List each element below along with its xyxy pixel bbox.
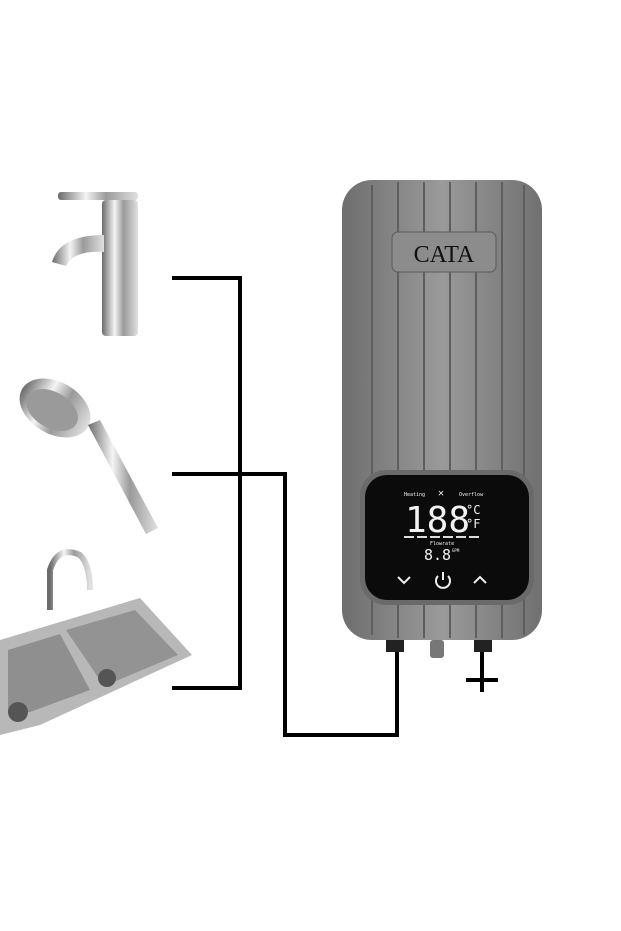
heating-label: Heating bbox=[404, 492, 425, 498]
flowrate-label: Flowrate bbox=[430, 541, 454, 547]
up-icon[interactable] bbox=[473, 575, 487, 584]
flowrate-readout: 8.8 bbox=[424, 546, 451, 564]
faucet-image bbox=[52, 192, 138, 336]
celsius-unit: °C bbox=[466, 503, 480, 517]
shower-head-image bbox=[19, 378, 158, 534]
down-icon[interactable] bbox=[397, 576, 411, 585]
fahrenheit-unit: °F bbox=[466, 517, 480, 531]
overflow-label: Overflow bbox=[459, 492, 484, 498]
heating-icon: ✕ bbox=[438, 488, 444, 499]
sink-image bbox=[0, 549, 192, 735]
control-panel: Heating ✕ Overflow 188 °C °F Flowrate 8.… bbox=[360, 470, 534, 605]
flow-unit: GPM bbox=[452, 548, 460, 553]
temperature-readout: 188 bbox=[405, 500, 470, 541]
brand-logo: CATA bbox=[414, 242, 475, 268]
power-icon[interactable] bbox=[435, 572, 451, 589]
pipe-lines bbox=[172, 276, 498, 737]
